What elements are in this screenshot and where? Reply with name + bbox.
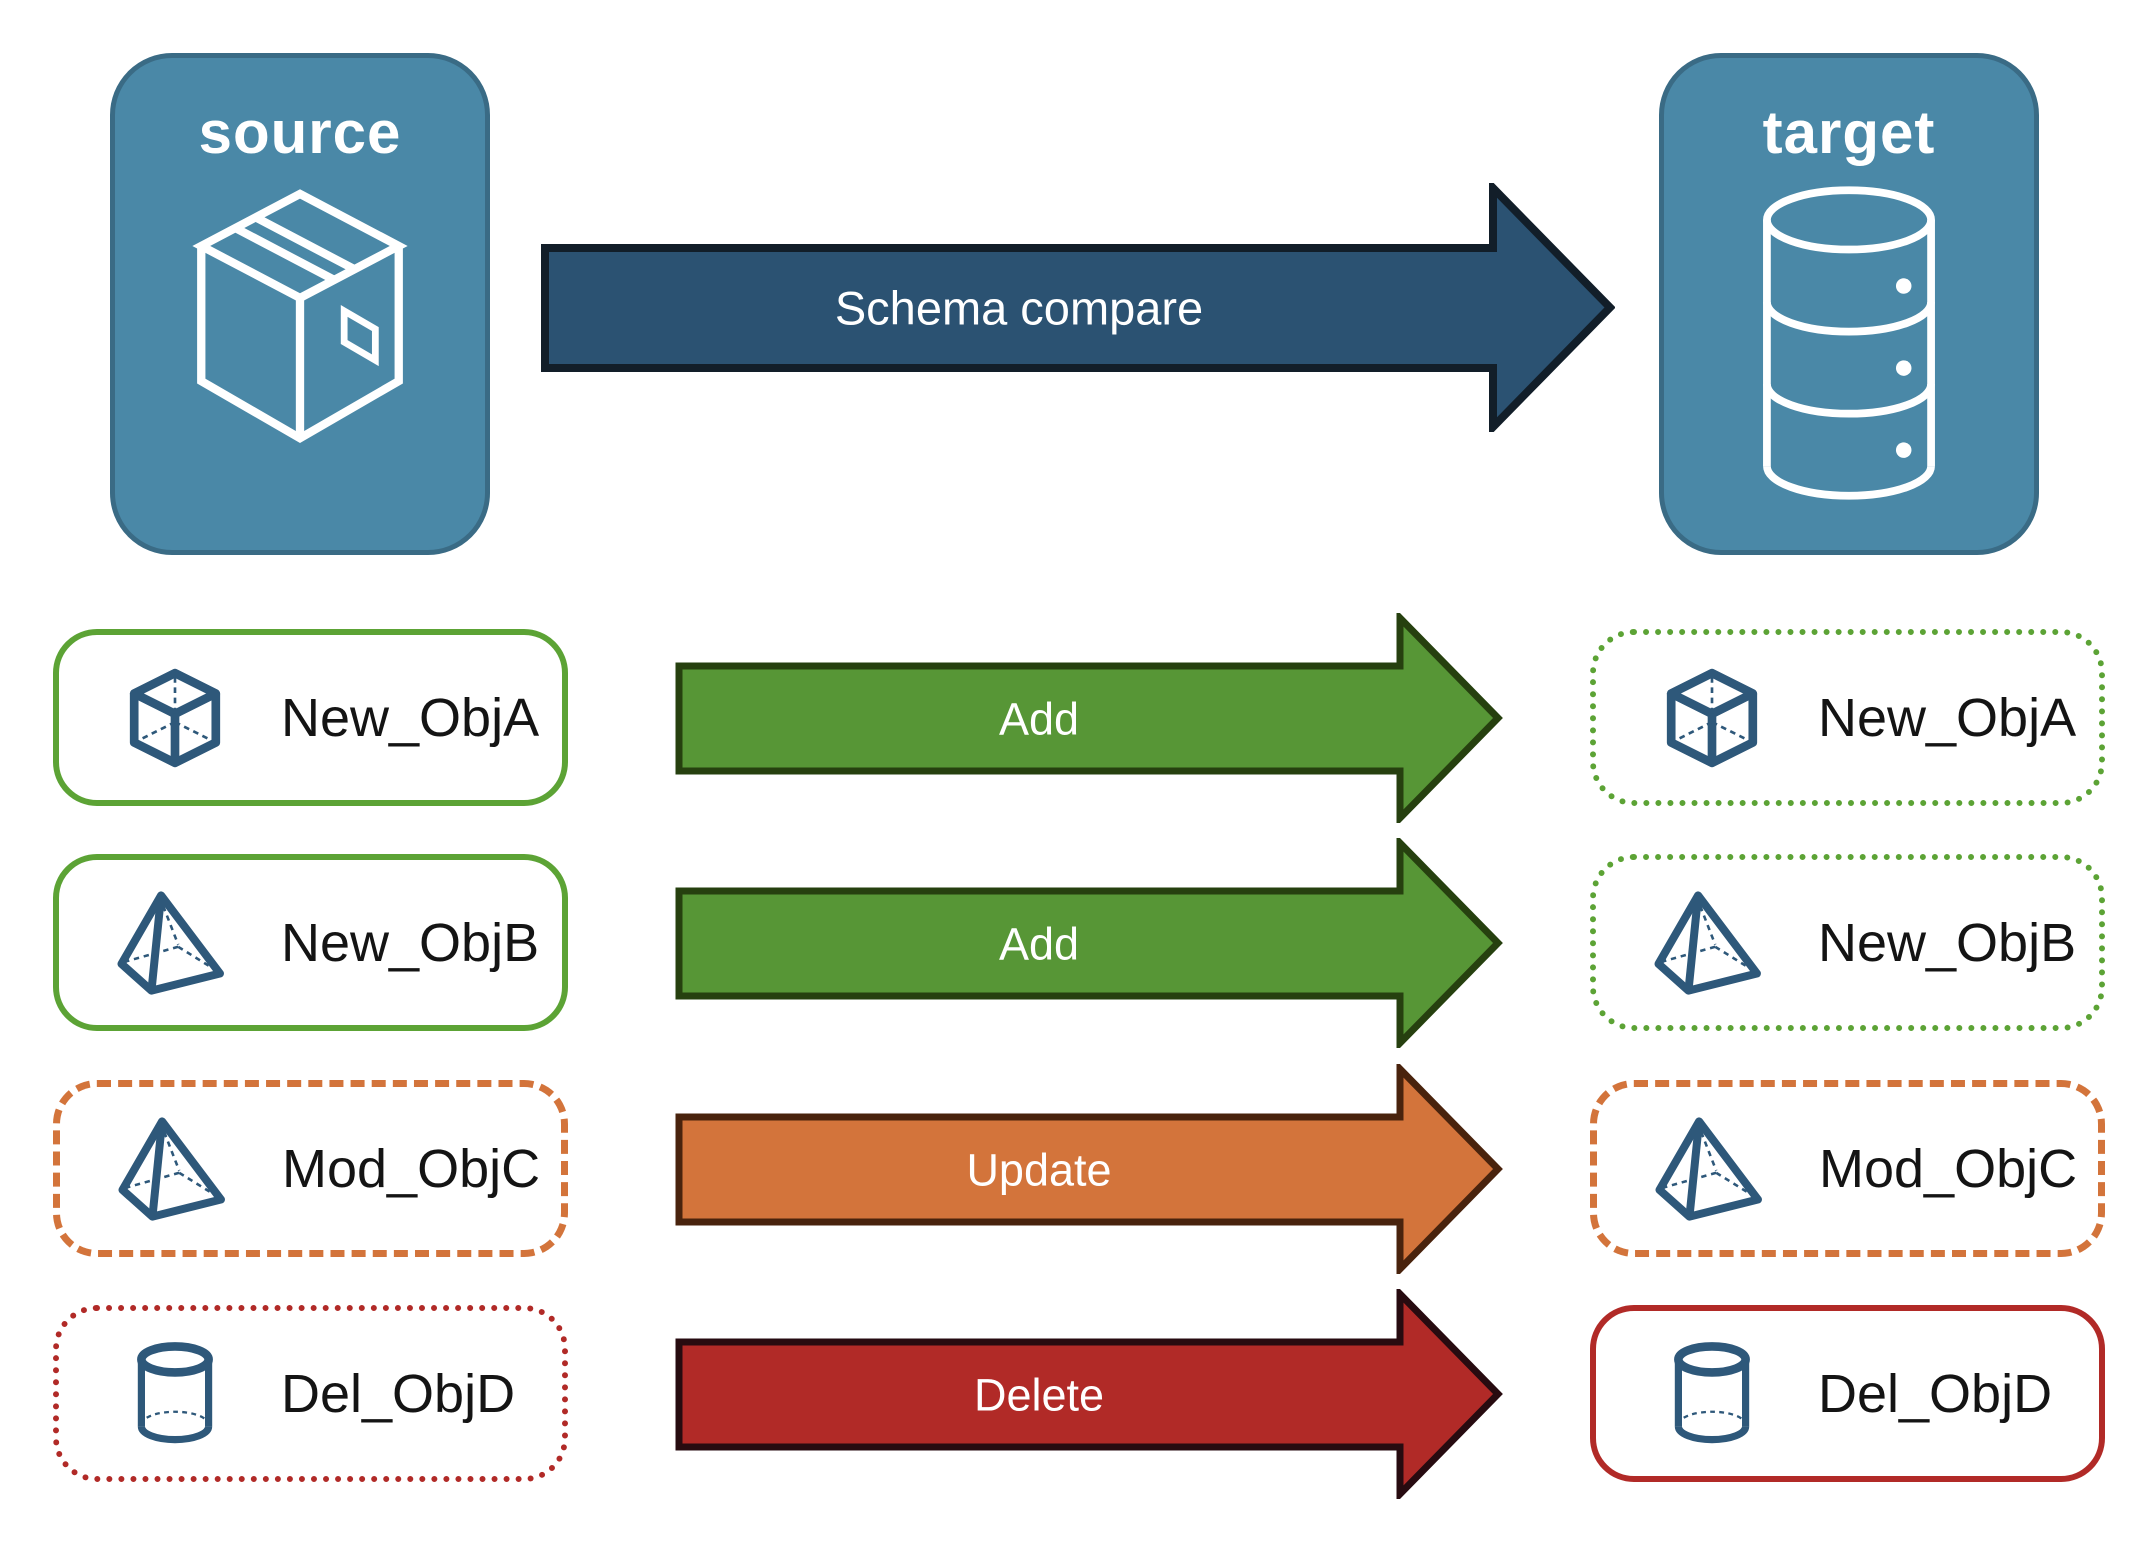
source-object-mod-objc: Mod_ObjC — [53, 1080, 568, 1257]
schema-compare-arrow-label: Schema compare — [835, 282, 1203, 335]
target-object-mod-objc: Mod_ObjC — [1590, 1080, 2105, 1257]
target-node-label: target — [1762, 99, 1936, 166]
package-icon — [170, 181, 430, 472]
cylinder-icon — [115, 1333, 235, 1455]
add-arrow-row2: Add — [675, 838, 1503, 1048]
source-object-new-objb: New_ObjB — [53, 854, 568, 1031]
schema-compare-arrow-shape — [541, 183, 1615, 432]
object-label: Mod_ObjC — [282, 1138, 541, 1199]
pyramid-icon — [1653, 1108, 1773, 1230]
add-arrow-shape — [675, 613, 1503, 823]
source-object-new-obja: New_ObjA — [53, 629, 568, 806]
add-arrow-shape — [675, 838, 1503, 1048]
pyramid-icon — [1652, 882, 1772, 1004]
add-arrow-row1: Add — [675, 613, 1503, 823]
source-node-label: source — [198, 99, 402, 166]
object-label: New_ObjA — [281, 687, 540, 748]
target-object-del-objd: Del_ObjD — [1590, 1305, 2105, 1482]
add-arrow-label: Add — [999, 919, 1079, 970]
source-object-del-objd: Del_ObjD — [53, 1305, 568, 1482]
cube-icon — [115, 657, 235, 779]
update-arrow-shape — [675, 1064, 1503, 1274]
source-node: source — [110, 53, 490, 555]
schema-compare-arrow: Schema compare — [541, 183, 1615, 432]
database-icon — [1735, 181, 1963, 505]
object-label: Del_ObjD — [281, 1363, 516, 1424]
object-label: New_ObjB — [281, 912, 540, 973]
target-object-new-obja: New_ObjA — [1590, 629, 2105, 806]
object-label: New_ObjB — [1818, 912, 2077, 973]
pyramid-icon — [115, 882, 235, 1004]
update-arrow: Update — [675, 1064, 1503, 1274]
delete-arrow: Delete — [675, 1289, 1503, 1499]
cylinder-icon — [1652, 1333, 1772, 1455]
cube-icon — [1652, 657, 1772, 779]
delete-arrow-label: Delete — [974, 1370, 1104, 1421]
update-arrow-label: Update — [966, 1145, 1111, 1196]
target-node: target — [1659, 53, 2039, 555]
add-arrow-label: Add — [999, 694, 1079, 745]
object-label: Del_ObjD — [1818, 1363, 2053, 1424]
target-object-new-objb: New_ObjB — [1590, 854, 2105, 1031]
object-label: Mod_ObjC — [1819, 1138, 2078, 1199]
pyramid-icon — [116, 1108, 236, 1230]
object-label: New_ObjA — [1818, 687, 2077, 748]
delete-arrow-shape — [675, 1289, 1503, 1499]
